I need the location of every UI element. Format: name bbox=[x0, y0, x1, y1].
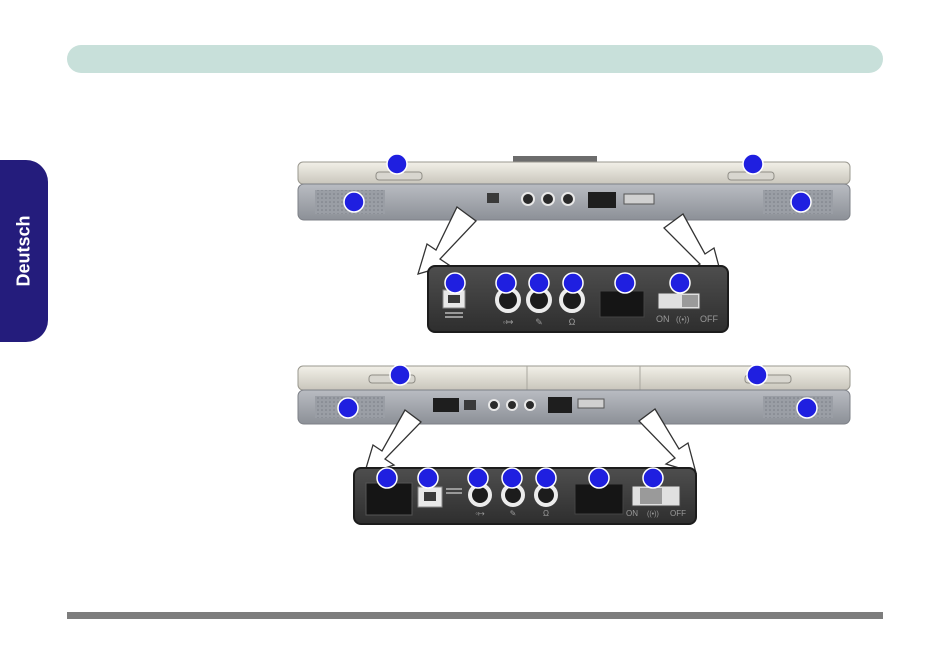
microphone-icon: ✎ bbox=[535, 317, 543, 327]
callout-marker bbox=[468, 468, 488, 488]
laptop-1-switch bbox=[624, 194, 654, 204]
laptop-1-ir-window bbox=[588, 192, 616, 208]
switch-off-label: OFF bbox=[670, 509, 686, 518]
callout-marker bbox=[615, 273, 635, 293]
laptop-2-jack bbox=[507, 400, 517, 410]
wireless-icon: ((•)) bbox=[647, 511, 659, 518]
callout-marker bbox=[670, 273, 690, 293]
callout-marker bbox=[338, 398, 358, 418]
callout-marker bbox=[797, 398, 817, 418]
switch-on-label: ON bbox=[656, 314, 670, 324]
laptop-2-jack bbox=[489, 400, 499, 410]
footer-rule bbox=[67, 612, 883, 619]
wireless-switch-slider[interactable] bbox=[640, 488, 662, 504]
line-in-icon: ◦↦ bbox=[475, 509, 485, 518]
callout-marker bbox=[387, 154, 407, 174]
callout-marker bbox=[589, 468, 609, 488]
callout-marker bbox=[563, 273, 583, 293]
callout-marker bbox=[536, 468, 556, 488]
laptop-2-switch bbox=[578, 399, 604, 408]
laptop-1-lid-latch bbox=[513, 156, 597, 162]
callout-marker bbox=[377, 468, 397, 488]
callout-marker bbox=[418, 468, 438, 488]
laptop-2-ir-window bbox=[548, 397, 572, 413]
callout-marker bbox=[791, 192, 811, 212]
laptop-2-card-slot bbox=[433, 398, 459, 412]
callout-marker bbox=[502, 468, 522, 488]
microphone-icon: ✎ bbox=[510, 509, 517, 518]
port-1394-text-line bbox=[446, 488, 462, 490]
line-in-icon: ◦↦ bbox=[503, 317, 514, 327]
port-1394-text-line bbox=[445, 312, 463, 314]
wireless-switch-slider[interactable] bbox=[682, 295, 698, 307]
infrared-port bbox=[600, 291, 644, 317]
port-1394-inner bbox=[448, 295, 460, 303]
port-1394-inner bbox=[424, 492, 436, 501]
callout-marker bbox=[747, 365, 767, 385]
laptop-1-port bbox=[487, 193, 499, 203]
port-1394-text-line bbox=[446, 492, 462, 494]
laptop-2-jack bbox=[525, 400, 535, 410]
port-1394-text-line bbox=[445, 316, 463, 318]
callout-marker bbox=[496, 273, 516, 293]
callout-marker bbox=[743, 154, 763, 174]
laptop-1-jack bbox=[542, 193, 554, 205]
laptop-2-port bbox=[464, 400, 476, 410]
callout-marker bbox=[344, 192, 364, 212]
callout-marker bbox=[445, 273, 465, 293]
laptop-1 bbox=[298, 156, 850, 220]
headphone-icon: Ω bbox=[543, 509, 549, 518]
headphone-icon: Ω bbox=[569, 317, 576, 327]
callout-marker bbox=[643, 468, 663, 488]
laptop-1-jack bbox=[562, 193, 574, 205]
callout-marker bbox=[390, 365, 410, 385]
switch-off-label: OFF bbox=[700, 314, 718, 324]
wireless-icon: ((•)) bbox=[676, 315, 690, 324]
switch-on-label: ON bbox=[626, 509, 638, 518]
callout-marker bbox=[529, 273, 549, 293]
laptop-1-jack bbox=[522, 193, 534, 205]
